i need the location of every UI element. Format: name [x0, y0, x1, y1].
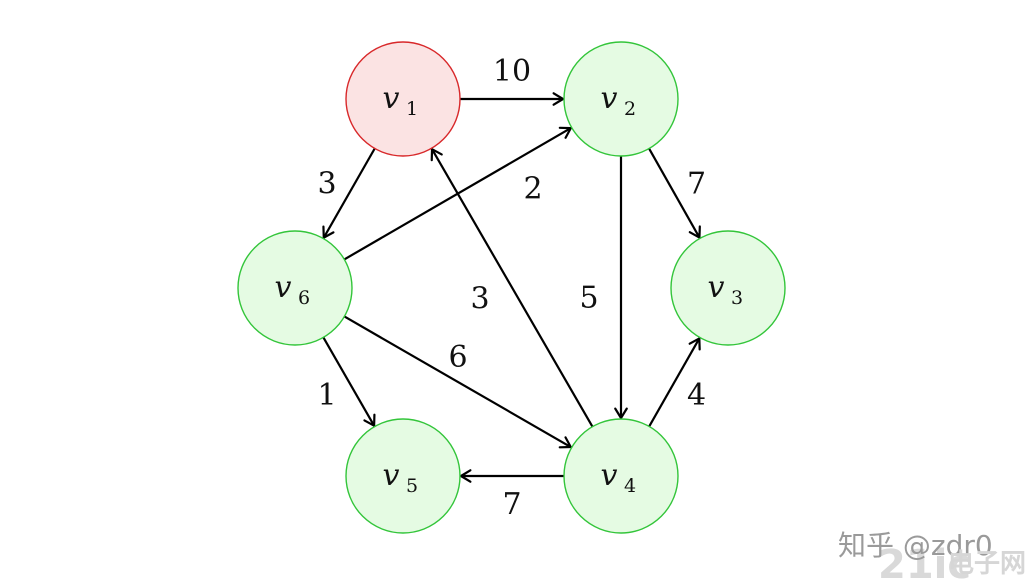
arrowhead-icon: [614, 407, 628, 420]
edge-weight-v2-v3: 7: [687, 167, 706, 202]
edge-v4-v1: [430, 148, 594, 428]
node-subscript: 5: [406, 475, 418, 497]
edge-weight-v2-v4: 5: [579, 281, 598, 316]
arrowhead-icon: [688, 225, 701, 239]
edge-weight-v1-v2: 10: [493, 54, 531, 89]
edge-line: [322, 336, 376, 427]
node-subscript: 6: [298, 287, 310, 309]
edge-v4-v5: [459, 469, 564, 483]
watermark-logo-sub: 电子网: [948, 549, 1026, 579]
node-label: v: [383, 458, 400, 493]
node-subscript: 1: [406, 98, 418, 120]
arrowhead-icon: [558, 126, 572, 139]
edge-weight-v6-v5: 1: [317, 378, 336, 413]
node-label: v: [601, 458, 618, 493]
node-circle: [563, 41, 679, 157]
arrowhead-icon: [552, 92, 565, 106]
edge-line: [648, 337, 701, 428]
arrowhead-icon: [363, 413, 376, 427]
edge-v6-v4: [343, 315, 572, 449]
edge-v4-v3: [648, 337, 701, 428]
node-circle: [563, 418, 679, 534]
node-label: v: [383, 81, 400, 116]
node-subscript: 4: [624, 475, 636, 497]
edge-v2-v3: [648, 148, 701, 239]
node-circle: [237, 230, 353, 346]
node-label: v: [708, 270, 725, 305]
edge-v1-v6: [322, 147, 376, 239]
edge-weight-v4-v1: 3: [470, 282, 489, 317]
edge-weight-v6-v2: 2: [523, 172, 542, 207]
arrowhead-icon: [430, 148, 443, 162]
node-label: v: [275, 270, 292, 305]
edge-line: [343, 315, 572, 448]
edge-weight-v6-v4: 6: [448, 340, 467, 375]
node-subscript: 3: [731, 287, 743, 309]
edges-layer: [322, 92, 701, 483]
edge-weight-v4-v3: 4: [687, 378, 706, 413]
edge-line: [322, 147, 376, 239]
arrowhead-icon: [322, 225, 335, 239]
arrowhead-icon: [459, 469, 472, 483]
edge-weight-v4-v5: 7: [502, 487, 521, 522]
watermark-logo-main: 21ic: [878, 542, 971, 584]
edge-line: [431, 148, 594, 428]
node-circle: [345, 41, 461, 157]
node-circle: [670, 230, 786, 346]
edge-weight-v1-v6: 3: [317, 167, 336, 202]
edge-v2-v4: [614, 156, 628, 420]
arrowhead-icon: [558, 436, 572, 449]
node-circle: [345, 418, 461, 534]
node-subscript: 2: [624, 98, 636, 120]
edge-line: [648, 148, 701, 239]
edge-v6-v5: [322, 336, 376, 427]
watermark: 21ic 知乎 @zdr0 电子网: [838, 529, 1026, 584]
edge-v1-v2: [460, 92, 565, 106]
watermark-text: 知乎 @zdr0: [838, 529, 993, 562]
arrowhead-icon: [688, 337, 701, 351]
node-label: v: [601, 81, 618, 116]
